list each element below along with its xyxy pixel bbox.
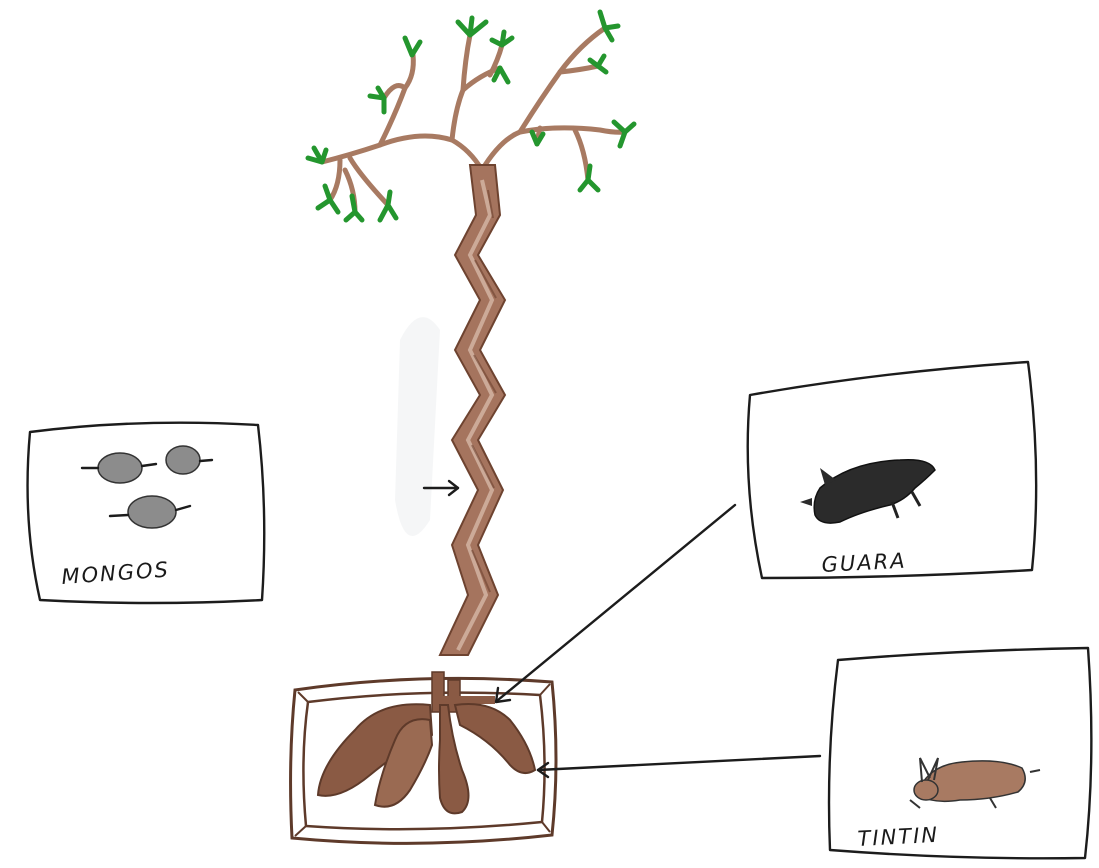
fruit-icon: [82, 453, 156, 483]
mongos-panel: MONGOS: [28, 423, 265, 603]
tintin-label: TINTIN: [857, 823, 940, 851]
guara-pointer-line: [496, 505, 735, 702]
tintin-pointer-line: [538, 756, 820, 777]
guara-label: GUARA: [821, 549, 907, 577]
paper-smudge: [395, 317, 440, 536]
tintin-animal-icon: [910, 758, 1040, 808]
tree-trunk: [440, 165, 505, 655]
fruit-icon: [110, 496, 190, 528]
root-box: [291, 672, 556, 843]
mongos-label: MONGOS: [61, 557, 171, 589]
tintin-panel: TINTIN: [829, 648, 1091, 858]
fruit-icon: [166, 446, 212, 474]
guara-animal-icon: [800, 460, 935, 523]
guara-panel: GUARA: [748, 362, 1036, 578]
